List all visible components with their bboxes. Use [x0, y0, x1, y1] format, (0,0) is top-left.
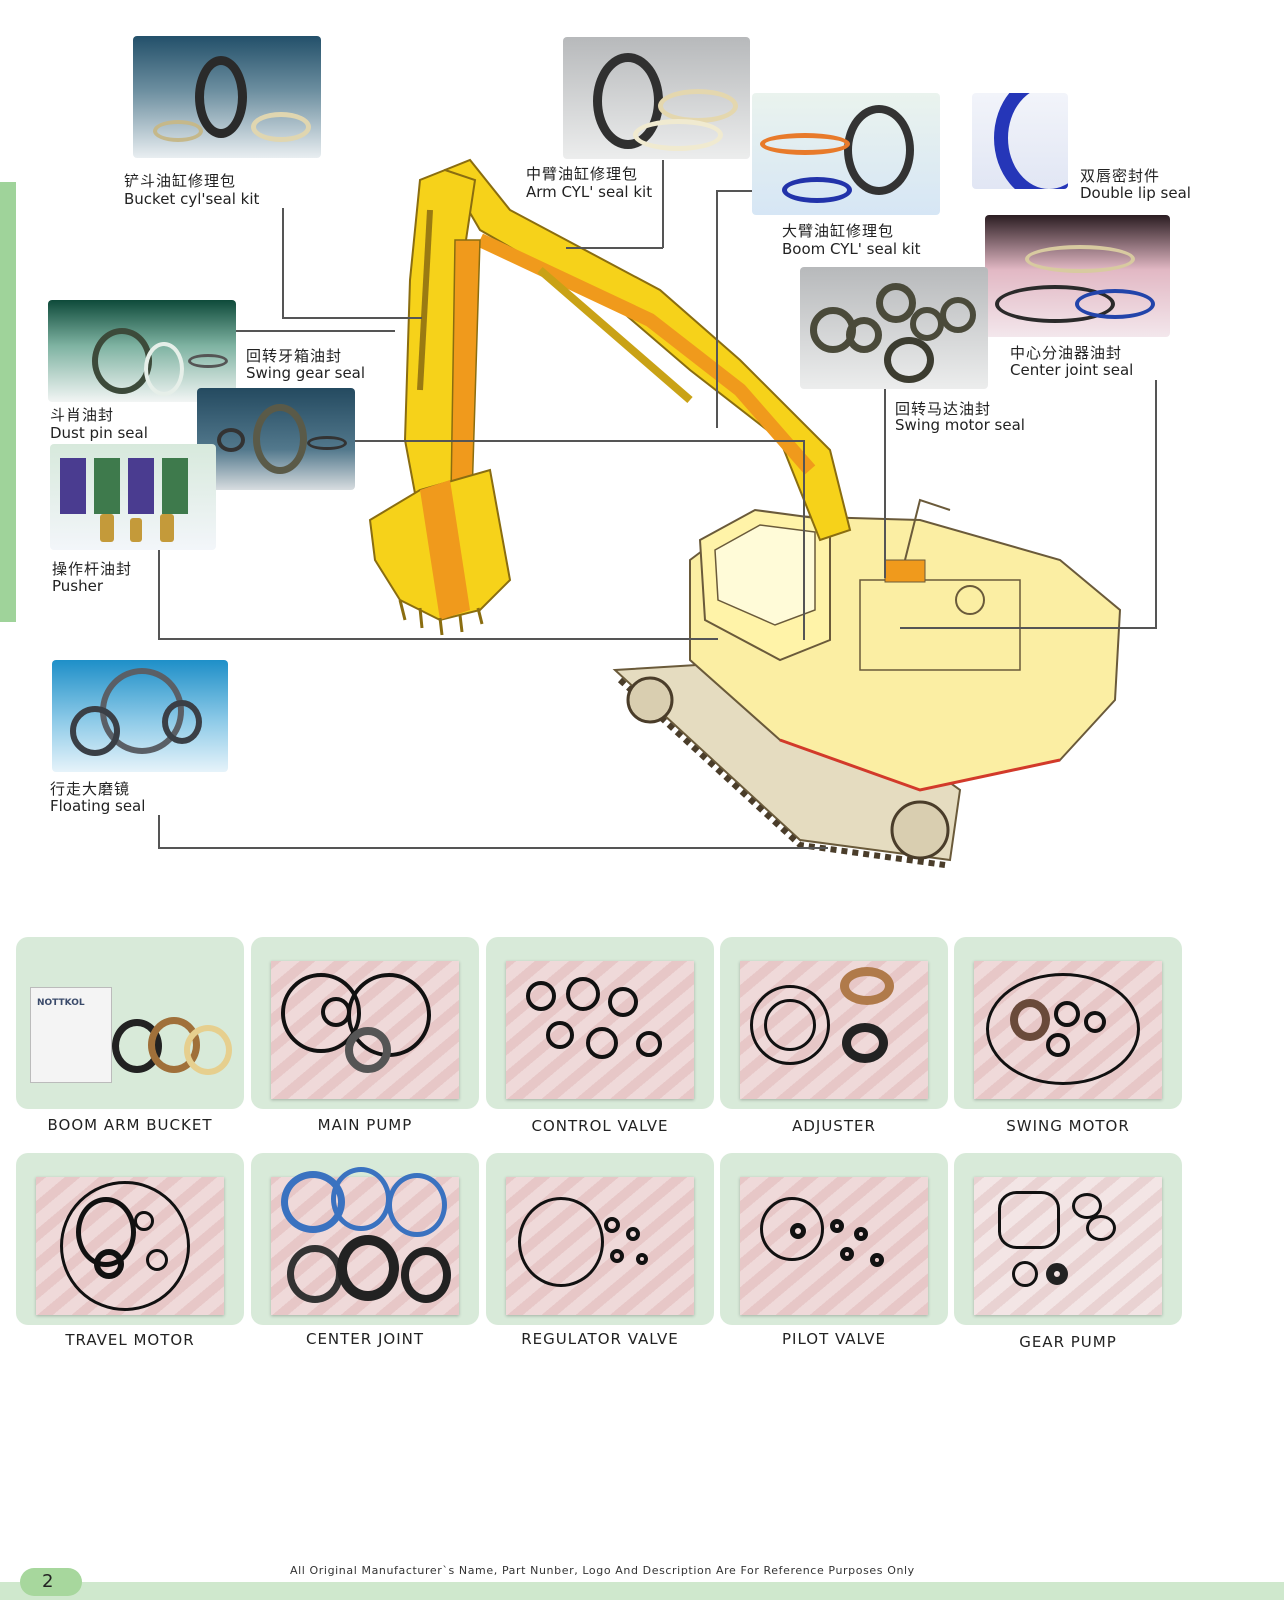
kit-label-center-joint: CENTER JOINT — [305, 1330, 425, 1348]
package-brand: NOTTKOL — [37, 998, 85, 1008]
kit-label-gear-pump: GEAR PUMP — [1019, 1333, 1117, 1351]
leader-line — [158, 847, 828, 849]
callout-cn-swing-motor: 回转马达油封 — [895, 400, 992, 418]
kit-label-main-pump: MAIN PUMP — [317, 1116, 413, 1134]
leader-line — [803, 440, 805, 640]
callout-cn-center-joint: 中心分油器油封 — [1010, 344, 1123, 362]
leader-line — [355, 440, 805, 442]
kit-label-adjuster: ADJUSTER — [792, 1117, 876, 1135]
footer-disclaimer: All Original Manufacturer`s Name, Part N… — [290, 1564, 915, 1577]
callout-en-double-lip: Double lip seal — [1080, 184, 1191, 202]
arm-cyl-seal-photo — [563, 37, 750, 159]
swing-motor-seal-photo — [800, 267, 988, 389]
kit-label-boom-arm-bucket: BOOM ARM BUCKET — [47, 1116, 213, 1134]
kit-label-control-valve: CONTROL VALVE — [531, 1117, 669, 1135]
callout-cn-boom: 大臂油缸修理包 — [782, 222, 895, 240]
callout-cn-floating: 行走大磨镜 — [50, 780, 131, 798]
kit-card-swing-motor — [954, 937, 1182, 1109]
callout-en-boom: Boom CYL' seal kit — [782, 240, 921, 258]
kit-label-swing-motor: SWING MOTOR — [1006, 1117, 1130, 1135]
side-accent-bar — [0, 182, 16, 622]
callout-en-floating: Floating seal — [50, 797, 146, 815]
kit-card-control-valve — [486, 937, 714, 1109]
page-number: 2 — [20, 1568, 82, 1596]
callout-en-swing-motor: Swing motor seal — [895, 416, 1025, 434]
leader-line — [1155, 380, 1157, 628]
leader-line — [566, 247, 663, 249]
kit-card-travel-motor — [16, 1153, 244, 1325]
center-joint-seal-photo — [985, 215, 1170, 337]
double-lip-seal-photo — [972, 93, 1068, 189]
leader-line — [158, 548, 160, 640]
leader-line — [158, 638, 718, 640]
kit-label-travel-motor: TRAVEL MOTOR — [65, 1331, 195, 1349]
callout-en-arm: Arm CYL' seal kit — [526, 183, 653, 201]
leader-line — [900, 627, 1157, 629]
leader-line — [884, 388, 886, 578]
kit-card-boom-arm-bucket: NOTTKOL — [16, 937, 244, 1109]
leader-line — [716, 190, 718, 428]
callout-cn-double-lip: 双唇密封件 — [1080, 167, 1161, 185]
kit-card-pilot-valve — [720, 1153, 948, 1325]
callout-cn-bucket: 铲斗油缸修理包 — [124, 172, 237, 190]
callout-en-dust-pin: Dust pin seal — [50, 424, 148, 442]
leader-line — [662, 160, 664, 248]
callout-en-pusher: Pusher — [52, 577, 104, 595]
callout-en-bucket: Bucket cyl'seal kit — [124, 190, 260, 208]
boom-cyl-seal-photo — [752, 93, 940, 215]
leader-line — [282, 317, 422, 319]
dust-pin-seal-photo — [48, 300, 236, 402]
kit-card-center-joint — [251, 1153, 479, 1325]
floating-seal-photo — [52, 660, 228, 772]
kit-card-regulator-valve — [486, 1153, 714, 1325]
kit-label-pilot-valve: PILOT VALVE — [781, 1330, 887, 1348]
kit-label-regulator-valve: REGULATOR VALVE — [521, 1330, 679, 1348]
callout-en-swing-gear: Swing gear seal — [246, 364, 366, 382]
callout-cn-arm: 中臂油缸修理包 — [526, 165, 639, 183]
kit-card-main-pump — [251, 937, 479, 1109]
kit-card-gear-pump — [954, 1153, 1182, 1325]
kit-card-adjuster — [720, 937, 948, 1109]
leader-line — [282, 208, 284, 318]
footer-bar — [0, 1582, 1284, 1600]
bucket-cyl-seal-photo — [133, 36, 321, 158]
kit-package: NOTTKOL — [30, 987, 112, 1083]
callout-cn-swing-gear: 回转牙箱油封 — [246, 347, 343, 365]
excavator-illustration — [368, 158, 1122, 868]
leader-line — [158, 815, 160, 848]
leader-line — [716, 190, 758, 192]
callout-en-center-joint: Center joint seal — [1010, 361, 1134, 379]
leader-line — [235, 330, 395, 332]
swing-gear-seal-photo — [197, 388, 355, 490]
callout-cn-pusher: 操作杆油封 — [52, 560, 133, 578]
callout-cn-dust-pin: 斗肖油封 — [50, 406, 115, 424]
pusher-photo — [50, 444, 216, 550]
